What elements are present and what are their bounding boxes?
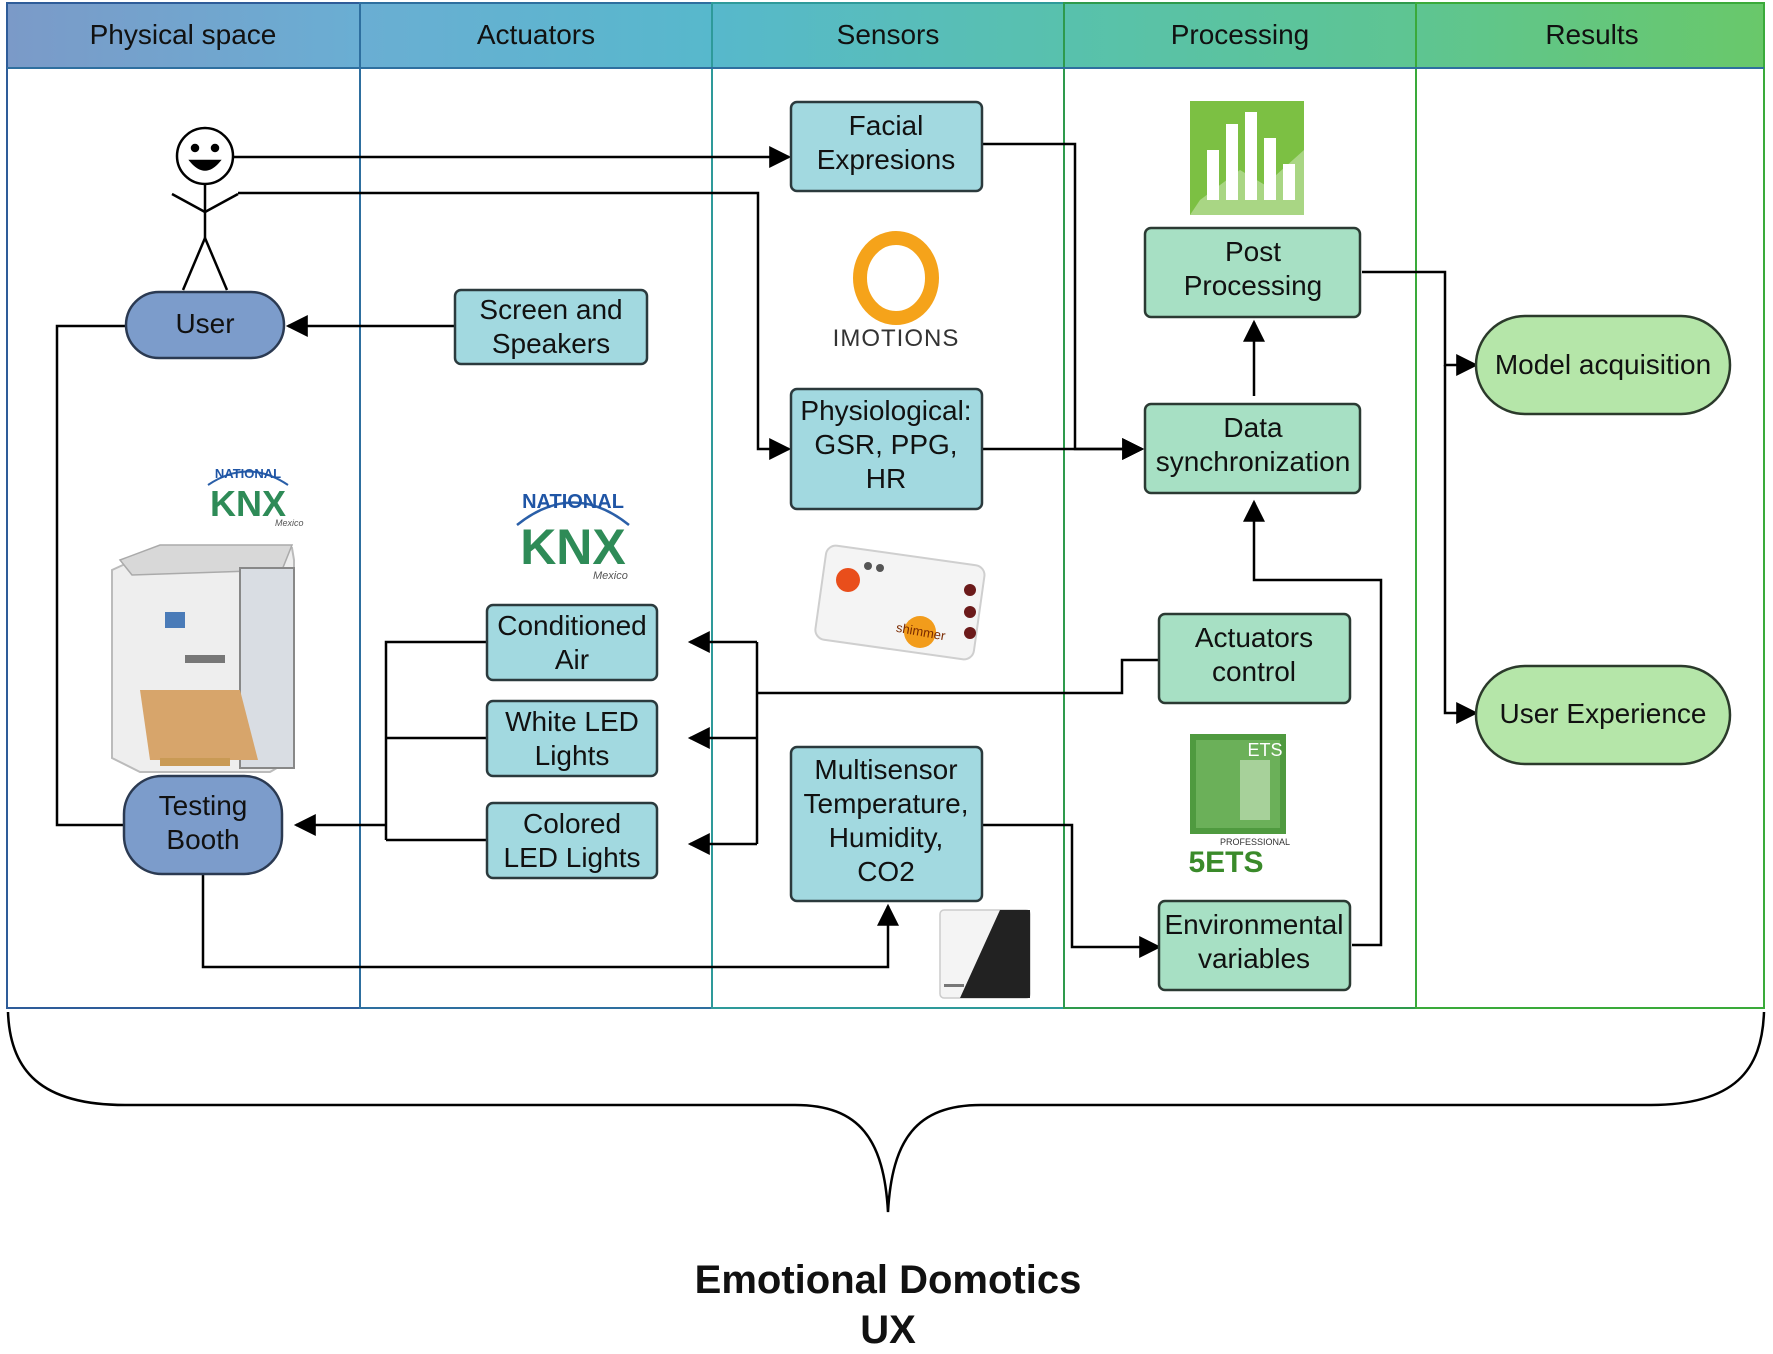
colored-led-label-2: LED Lights	[504, 842, 641, 873]
facial-expressions-node[interactable]: Facial Expresions	[789, 100, 984, 193]
conditioned-air-node[interactable]: Conditioned Air	[485, 603, 659, 682]
facial-label-1: Facial	[849, 110, 924, 141]
shimmer-device: shimmer	[814, 544, 986, 661]
connectors	[55, 142, 1479, 969]
white-led-label-2: Lights	[535, 740, 610, 771]
lane-title-physical-space: Physical space	[90, 19, 277, 50]
swimlanes	[6, 2, 1765, 1009]
white-led-node[interactable]: White LED Lights	[485, 699, 659, 778]
environmental-label-1: Environmental	[1165, 909, 1344, 940]
lane-title-sensors: Sensors	[837, 19, 940, 50]
colored-led-node[interactable]: Colored LED Lights	[485, 801, 659, 880]
environmental-label-2: variables	[1198, 943, 1310, 974]
knx-large-national: NATIONAL	[522, 491, 624, 513]
lane-title-processing: Processing	[1171, 19, 1310, 50]
post-processing-label-2: Processing	[1184, 270, 1323, 301]
multisensor-label-2: Temperature,	[804, 788, 969, 819]
physiological-node[interactable]: Physiological: GSR, PPG, HR	[789, 387, 984, 511]
testing-booth-image	[111, 544, 295, 773]
multisensor-node[interactable]: Multisensor Temperature, Humidity, CO2	[789, 745, 984, 903]
knx-large-mexico: Mexico	[593, 570, 628, 582]
post-processing-node[interactable]: Post Processing	[1143, 226, 1362, 319]
ets-bottom-text: 5ETS	[1188, 846, 1263, 879]
ets5-logo: ETS PROFESSIONAL 5ETS	[1188, 734, 1290, 879]
knx-small-national: NATIONAL	[215, 466, 281, 481]
imotions-logo-text: IMOTIONS	[833, 325, 960, 352]
ets-professional-text: PROFESSIONAL	[1220, 837, 1290, 847]
footer-title: Emotional Domotics	[695, 1258, 1082, 1302]
user-label: User	[175, 308, 234, 339]
facial-label-2: Expresions	[817, 144, 956, 175]
user-node[interactable]	[124, 290, 286, 360]
data-sync-label-1: Data	[1223, 412, 1283, 443]
multisensor-label-1: Multisensor	[814, 754, 957, 785]
multisensor-device	[939, 909, 1031, 999]
conditioned-air-label-1: Conditioned	[497, 610, 646, 641]
lane-header-bar	[7, 3, 1764, 68]
ets-top-text: ETS	[1247, 740, 1282, 760]
conditioned-air-label-2: Air	[555, 644, 589, 675]
environmental-variables-node[interactable]: Environmental variables	[1157, 899, 1352, 992]
post-processing-label-1: Post	[1225, 236, 1281, 267]
testing-booth-label-1: Testing	[159, 790, 248, 821]
knx-logo-small: NATIONAL KNX Mexico	[207, 466, 304, 528]
testing-booth-label-2: Booth	[166, 824, 239, 855]
lane-results	[1415, 2, 1765, 1009]
footer-subtitle: UX	[860, 1308, 916, 1349]
physiological-label-3: HR	[866, 463, 906, 494]
lane-title-results: Results	[1545, 19, 1638, 50]
testing-booth-node[interactable]	[122, 774, 284, 876]
actuators-control-label-2: control	[1212, 656, 1296, 687]
screen-speakers-label-1: Screen and	[479, 294, 622, 325]
physiological-label-1: Physiological:	[800, 395, 971, 426]
physiological-label-2: GSR, PPG,	[814, 429, 957, 460]
user-experience-node[interactable]	[1474, 664, 1732, 766]
knx-large-text: KNX	[520, 519, 626, 575]
multisensor-label-4: CO2	[857, 856, 915, 887]
knx-small-mexico: Mexico	[275, 518, 304, 528]
knx-logo-large: NATIONAL KNX Mexico	[516, 491, 630, 582]
screen-speakers-node[interactable]: Screen and Speakers	[453, 288, 649, 366]
data-sync-label-2: synchronization	[1156, 446, 1351, 477]
user-experience-label: User Experience	[1500, 698, 1707, 729]
screen-speakers-label-2: Speakers	[492, 328, 610, 359]
bar-chart-app-icon	[1190, 101, 1304, 215]
model-acquisition-node[interactable]	[1474, 314, 1732, 416]
lane-title-actuators: Actuators	[477, 19, 595, 50]
model-acquisition-label: Model acquisition	[1495, 349, 1711, 380]
smiley-stick-figure-icon	[171, 126, 239, 291]
actuators-control-label-1: Actuators	[1195, 622, 1313, 653]
data-synchronization-node[interactable]: Data synchronization	[1143, 402, 1362, 495]
bottom-brace	[6, 1011, 1766, 1213]
white-led-label-1: White LED	[505, 706, 639, 737]
multisensor-label-3: Humidity,	[829, 822, 944, 853]
colored-led-label-1: Colored	[523, 808, 621, 839]
actuators-control-node[interactable]: Actuators control	[1157, 612, 1352, 705]
knx-small-text: KNX	[210, 483, 286, 524]
imotions-logo: IMOTIONS	[833, 231, 960, 352]
